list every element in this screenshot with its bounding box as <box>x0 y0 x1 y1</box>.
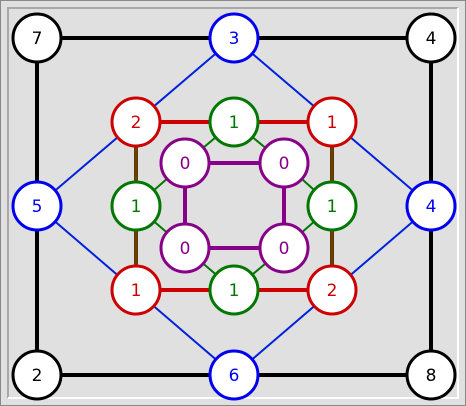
node-circle <box>208 349 260 401</box>
node-label: 0 <box>279 154 290 174</box>
node-circle <box>159 137 211 189</box>
node-circle <box>110 180 162 232</box>
node-label: 0 <box>279 239 290 259</box>
node-blue-left[interactable]: 5 <box>11 180 63 232</box>
node-circle <box>258 137 310 189</box>
node-label: 2 <box>131 113 142 133</box>
node-circle <box>306 96 358 148</box>
board-edges <box>35 36 433 377</box>
node-purple-bottom-right[interactable]: 0 <box>258 222 310 274</box>
frame-bevel-highlight <box>8 8 459 399</box>
node-label: 1 <box>327 197 338 217</box>
node-purple-top-left[interactable]: 0 <box>159 137 211 189</box>
node-label: 4 <box>426 197 437 217</box>
node-circle <box>306 180 358 232</box>
node-red-bottom-left[interactable]: 1 <box>110 264 162 316</box>
node-label: 5 <box>32 197 43 217</box>
node-label: 1 <box>229 113 240 133</box>
node-circle <box>208 264 260 316</box>
node-circle <box>258 222 310 274</box>
node-label: 0 <box>180 154 191 174</box>
node-blue-right[interactable]: 4 <box>405 180 457 232</box>
node-red-bottom-right[interactable]: 2 <box>306 264 358 316</box>
node-label: 0 <box>180 239 191 259</box>
node-label: 8 <box>426 366 437 386</box>
node-label: 1 <box>131 281 142 301</box>
node-outer-bottom-left[interactable]: 2 <box>11 349 63 401</box>
node-outer-bottom-right[interactable]: 8 <box>405 349 457 401</box>
node-label: 2 <box>327 281 338 301</box>
node-purple-bottom-left[interactable]: 0 <box>159 222 211 274</box>
node-outer-top-right[interactable]: 4 <box>405 12 457 64</box>
node-label: 1 <box>229 281 240 301</box>
node-green-bottom[interactable]: 1 <box>208 264 260 316</box>
node-blue-bottom[interactable]: 6 <box>208 349 260 401</box>
node-circle <box>208 96 260 148</box>
node-circle <box>306 264 358 316</box>
node-green-top[interactable]: 1 <box>208 96 260 148</box>
node-circle <box>110 96 162 148</box>
node-label: 7 <box>32 29 43 49</box>
node-label: 1 <box>327 113 338 133</box>
node-circle <box>405 349 457 401</box>
node-circle <box>208 12 260 64</box>
board-nodes: 7 4 8 2 3 4 6 5 2 1 2 1 1 1 1 1 0 0 0 0 <box>11 12 457 401</box>
node-purple-top-right[interactable]: 0 <box>258 137 310 189</box>
node-circle <box>11 180 63 232</box>
node-label: 2 <box>32 366 43 386</box>
node-circle <box>405 180 457 232</box>
node-label: 4 <box>426 29 437 49</box>
node-red-top-right[interactable]: 1 <box>306 96 358 148</box>
node-label: 6 <box>229 366 240 386</box>
node-label: 1 <box>131 197 142 217</box>
node-outer-top-left[interactable]: 7 <box>11 12 63 64</box>
node-circle <box>159 222 211 274</box>
node-green-left[interactable]: 1 <box>110 180 162 232</box>
node-red-top-left[interactable]: 2 <box>110 96 162 148</box>
node-circle <box>11 349 63 401</box>
node-circle <box>110 264 162 316</box>
frame-bevel-shadow <box>7 7 458 398</box>
node-blue-top[interactable]: 3 <box>208 12 260 64</box>
node-green-right[interactable]: 1 <box>306 180 358 232</box>
node-circle <box>405 12 457 64</box>
node-label: 3 <box>229 29 240 49</box>
node-circle <box>11 12 63 64</box>
